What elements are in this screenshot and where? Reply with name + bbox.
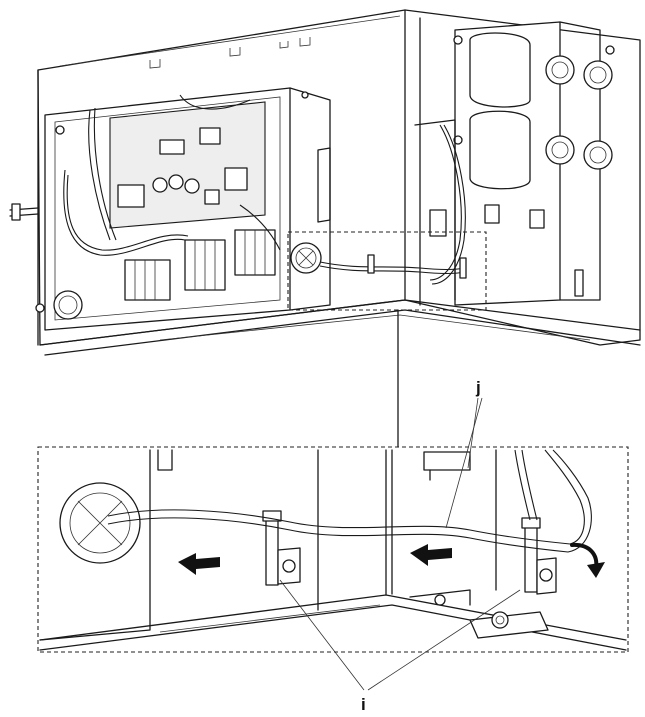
callout-j-label: j	[475, 378, 481, 397]
cable-gland	[53, 290, 83, 320]
cable-grommet	[59, 482, 141, 564]
callout-i-leader	[279, 579, 365, 691]
unit-overview	[9, 9, 641, 356]
terminal-block	[124, 259, 171, 301]
detail-view	[37, 397, 629, 691]
electrical-box	[35, 87, 331, 331]
direction-arrow-icon	[410, 544, 452, 566]
wire-clamp-left	[262, 510, 301, 586]
wire-clamp-right	[521, 517, 557, 595]
callout-j-leader	[467, 397, 479, 469]
control-board	[109, 101, 266, 229]
callout-i-label: i	[361, 695, 366, 714]
direction-arrow-icon	[178, 553, 220, 575]
rotate-arrow-icon	[570, 542, 605, 578]
detail-frame	[37, 446, 629, 653]
detail-zoom-frame	[287, 231, 487, 311]
routed-cable	[107, 449, 592, 553]
callout-i-leader	[367, 589, 521, 691]
valve-assembly	[453, 21, 615, 306]
callout-j-leader	[445, 397, 483, 529]
